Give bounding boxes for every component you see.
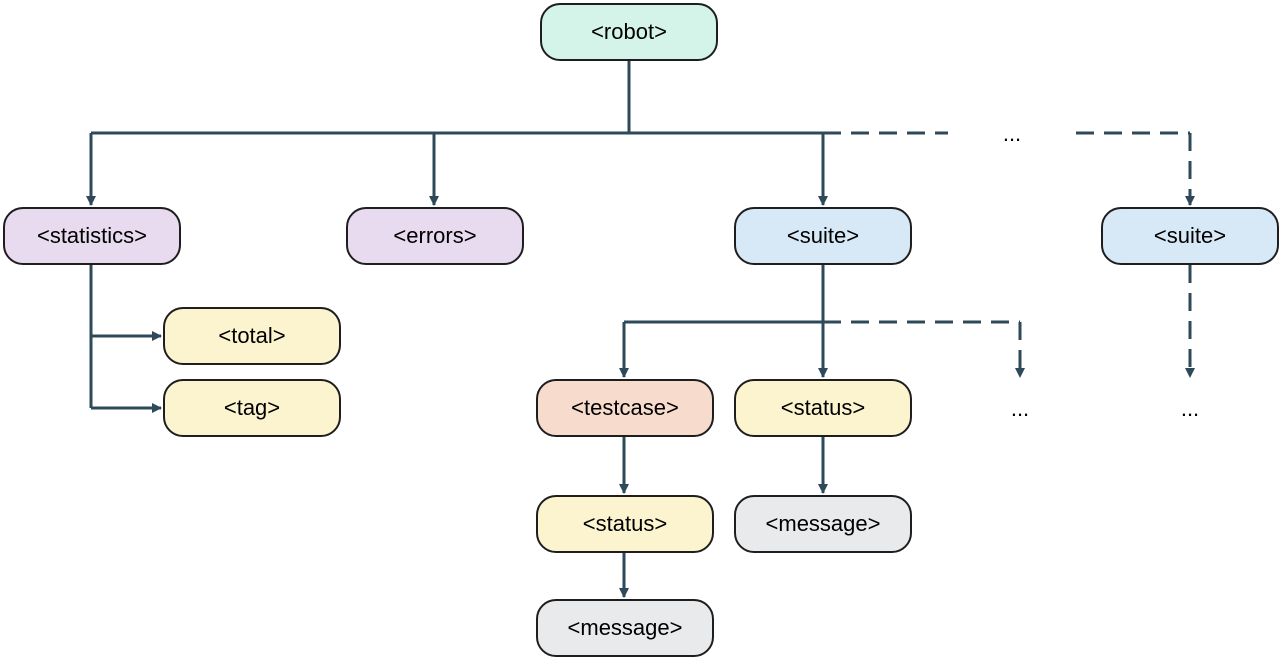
- ellipsis-suite-children: ...: [1010, 396, 1030, 421]
- node-suite-1: <suite>: [734, 207, 912, 265]
- node-tag: <tag>: [163, 379, 341, 437]
- node-total: <total>: [163, 307, 341, 365]
- ellipsis-top-row: ...: [1002, 121, 1022, 146]
- node-errors: <errors>: [346, 207, 524, 265]
- node-suite-2: <suite>: [1101, 207, 1279, 265]
- node-testcase-status: <status>: [536, 495, 714, 553]
- node-suite-status: <status>: [734, 379, 912, 437]
- ellipsis-suite-2-children: ...: [1180, 396, 1200, 421]
- node-testcase: <testcase>: [536, 379, 714, 437]
- node-testcase-message: <message>: [536, 599, 714, 657]
- node-suite-message: <message>: [734, 495, 912, 553]
- node-robot: <robot>: [540, 3, 718, 61]
- node-statistics: <statistics>: [3, 207, 181, 265]
